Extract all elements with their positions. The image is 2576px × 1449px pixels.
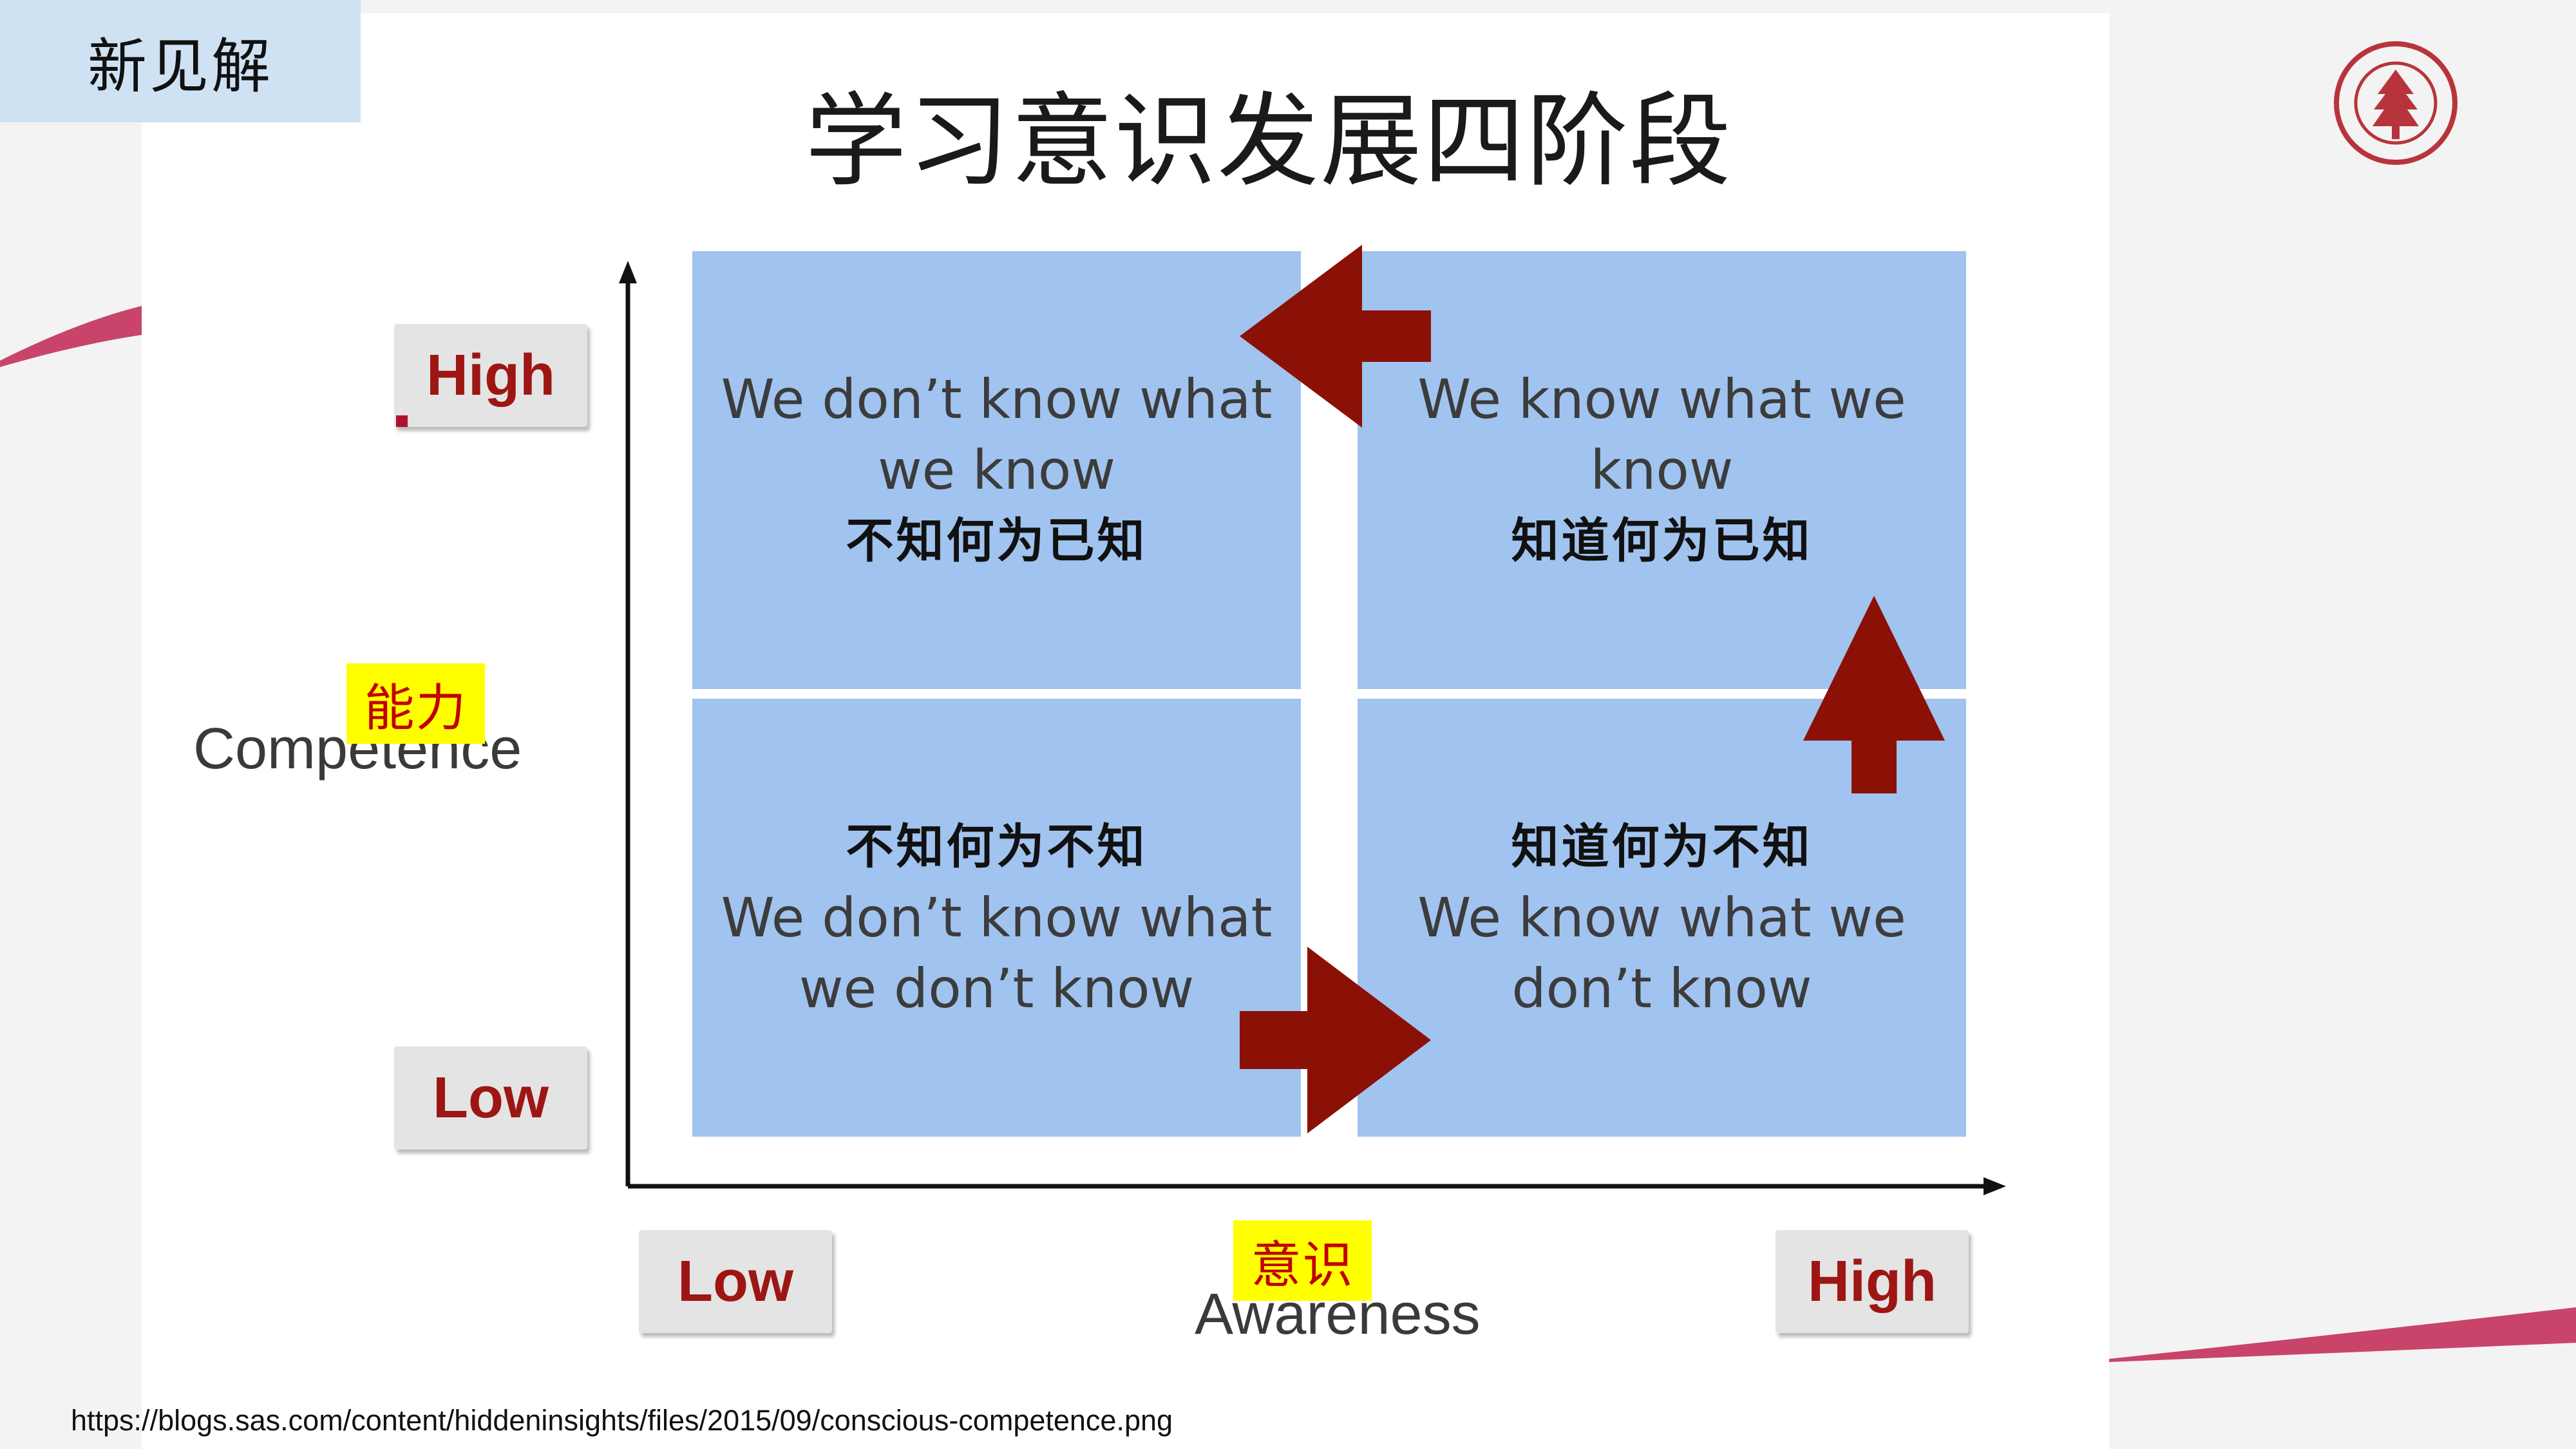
slide-title: 学习意识发展四阶段 [805, 82, 1732, 201]
arrow-up-icon [1803, 596, 1945, 793]
quadrant-bottom-right-en: We know what we don’t know [1417, 886, 1906, 1020]
quadrant-bottom-left-en: We don’t know what we don’t know [721, 886, 1273, 1020]
section-tag: 新见解 [0, 0, 361, 122]
source-citation: https://blogs.sas.com/content/hiddeninsi… [71, 1404, 1173, 1437]
university-seal-icon [2334, 41, 2458, 165]
quadrant-top-left-en: We don’t know what we know [721, 368, 1273, 502]
quadrant-top-left: We don’t know what we know 不知何为已知 [692, 251, 1301, 689]
y-axis-low-label: Low [394, 1046, 587, 1150]
x-axis-title-cn: 意识 [1233, 1220, 1372, 1301]
y-axis-high-label: High [394, 324, 587, 427]
quadrant-top-left-cn: 不知何为已知 [846, 513, 1148, 569]
y-axis-title-cn: 能力 [346, 663, 485, 744]
arrow-right-icon [1240, 947, 1431, 1133]
quadrant-bottom-left: 不知何为不知 We don’t know what we don’t know [692, 699, 1301, 1137]
x-axis-arrowhead [1984, 1177, 2006, 1195]
quadrant-top-right-cn: 知道何为已知 [1511, 513, 1813, 569]
x-axis-high-label: High [1776, 1230, 1969, 1333]
quadrant-top-right-en: We know what we know [1417, 368, 1906, 502]
x-axis-low-label: Low [639, 1230, 832, 1333]
section-tag-label: 新见解 [87, 32, 273, 101]
marker-dot [396, 415, 408, 427]
quadrant-bottom-left-cn: 不知何为不知 [846, 819, 1148, 875]
quadrant-bottom-right-cn: 知道何为不知 [1511, 819, 1813, 875]
y-axis-arrowhead [619, 261, 637, 283]
arrow-left-icon [1240, 245, 1431, 428]
